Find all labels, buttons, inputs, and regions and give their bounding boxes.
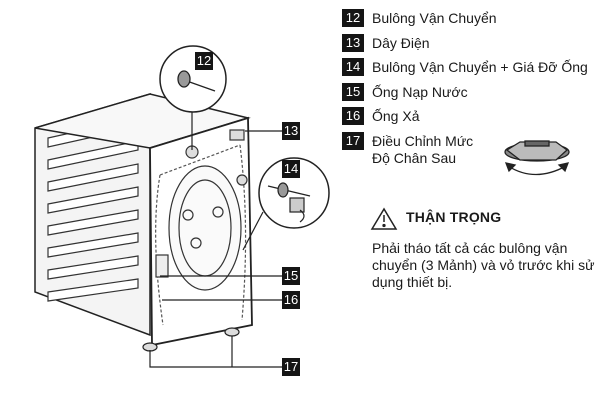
caution-header: THẬN TRỌNG bbox=[372, 205, 597, 229]
legend-item: 12 Bulông Vận Chuyển bbox=[342, 9, 600, 34]
legend-item: 16 Ống Xả bbox=[342, 107, 600, 132]
callout-15: 15 bbox=[282, 267, 300, 285]
side-panel-ribs bbox=[47, 117, 139, 302]
bolt-hose-bracket-icon bbox=[267, 182, 311, 223]
callout-14: 14 bbox=[282, 160, 300, 178]
parts-legend: 12 Bulông Vận Chuyển 13 Dây Điện 14 Bulô… bbox=[342, 9, 600, 172]
legend-item: 15 Ống Nạp Nước bbox=[342, 82, 600, 108]
callout-16: 16 bbox=[282, 291, 300, 309]
legend-label: Bulông Vận Chuyển bbox=[372, 10, 497, 26]
warning-icon bbox=[370, 207, 398, 230]
legend-label: Ống Xả bbox=[372, 108, 420, 124]
legend-number: 15 bbox=[342, 82, 364, 101]
legend-item: 13 Dây Điện bbox=[342, 33, 600, 59]
detail-14-circle bbox=[258, 157, 330, 229]
legend-number: 16 bbox=[342, 107, 364, 125]
legend-number: 12 bbox=[342, 9, 364, 27]
detail-14-leader bbox=[242, 211, 264, 251]
leader-17 bbox=[149, 350, 282, 368]
caution-text: Phải tháo tất cả các bulông vận chuyển (… bbox=[372, 240, 595, 290]
transport-bolt-icon bbox=[177, 70, 216, 92]
caution-title: THẬN TRỌNG bbox=[406, 209, 502, 225]
legend-label: Dây Điện bbox=[372, 34, 430, 51]
legend-label: Ống Nạp Nước bbox=[372, 83, 468, 100]
back-panel-details bbox=[155, 129, 248, 326]
detail-12-circle bbox=[159, 45, 227, 113]
callout-13: 13 bbox=[282, 122, 300, 140]
callout-12: 12 bbox=[195, 52, 213, 70]
legend-number: 14 bbox=[342, 58, 364, 76]
warning-icon-slot bbox=[372, 205, 398, 229]
legend-item: 14 Bulông Vận Chuyển + Giá Đỡ Ống bbox=[342, 58, 600, 83]
rear-foot-adjust-icon bbox=[504, 140, 570, 176]
callout-17: 17 bbox=[282, 358, 300, 376]
legend-label: Điều Chỉnh Mức Độ Chân Sau bbox=[372, 132, 474, 166]
legend-label: Bulông Vận Chuyển + Giá Đỡ Ống bbox=[372, 59, 588, 75]
legend-item: 17 Điều Chỉnh Mức Độ Chân Sau bbox=[342, 131, 600, 172]
caution-section: THẬN TRỌNG Phải tháo tất cả các bulông v… bbox=[372, 205, 597, 291]
legend-number: 17 bbox=[342, 131, 364, 150]
legend-number: 13 bbox=[342, 33, 364, 52]
